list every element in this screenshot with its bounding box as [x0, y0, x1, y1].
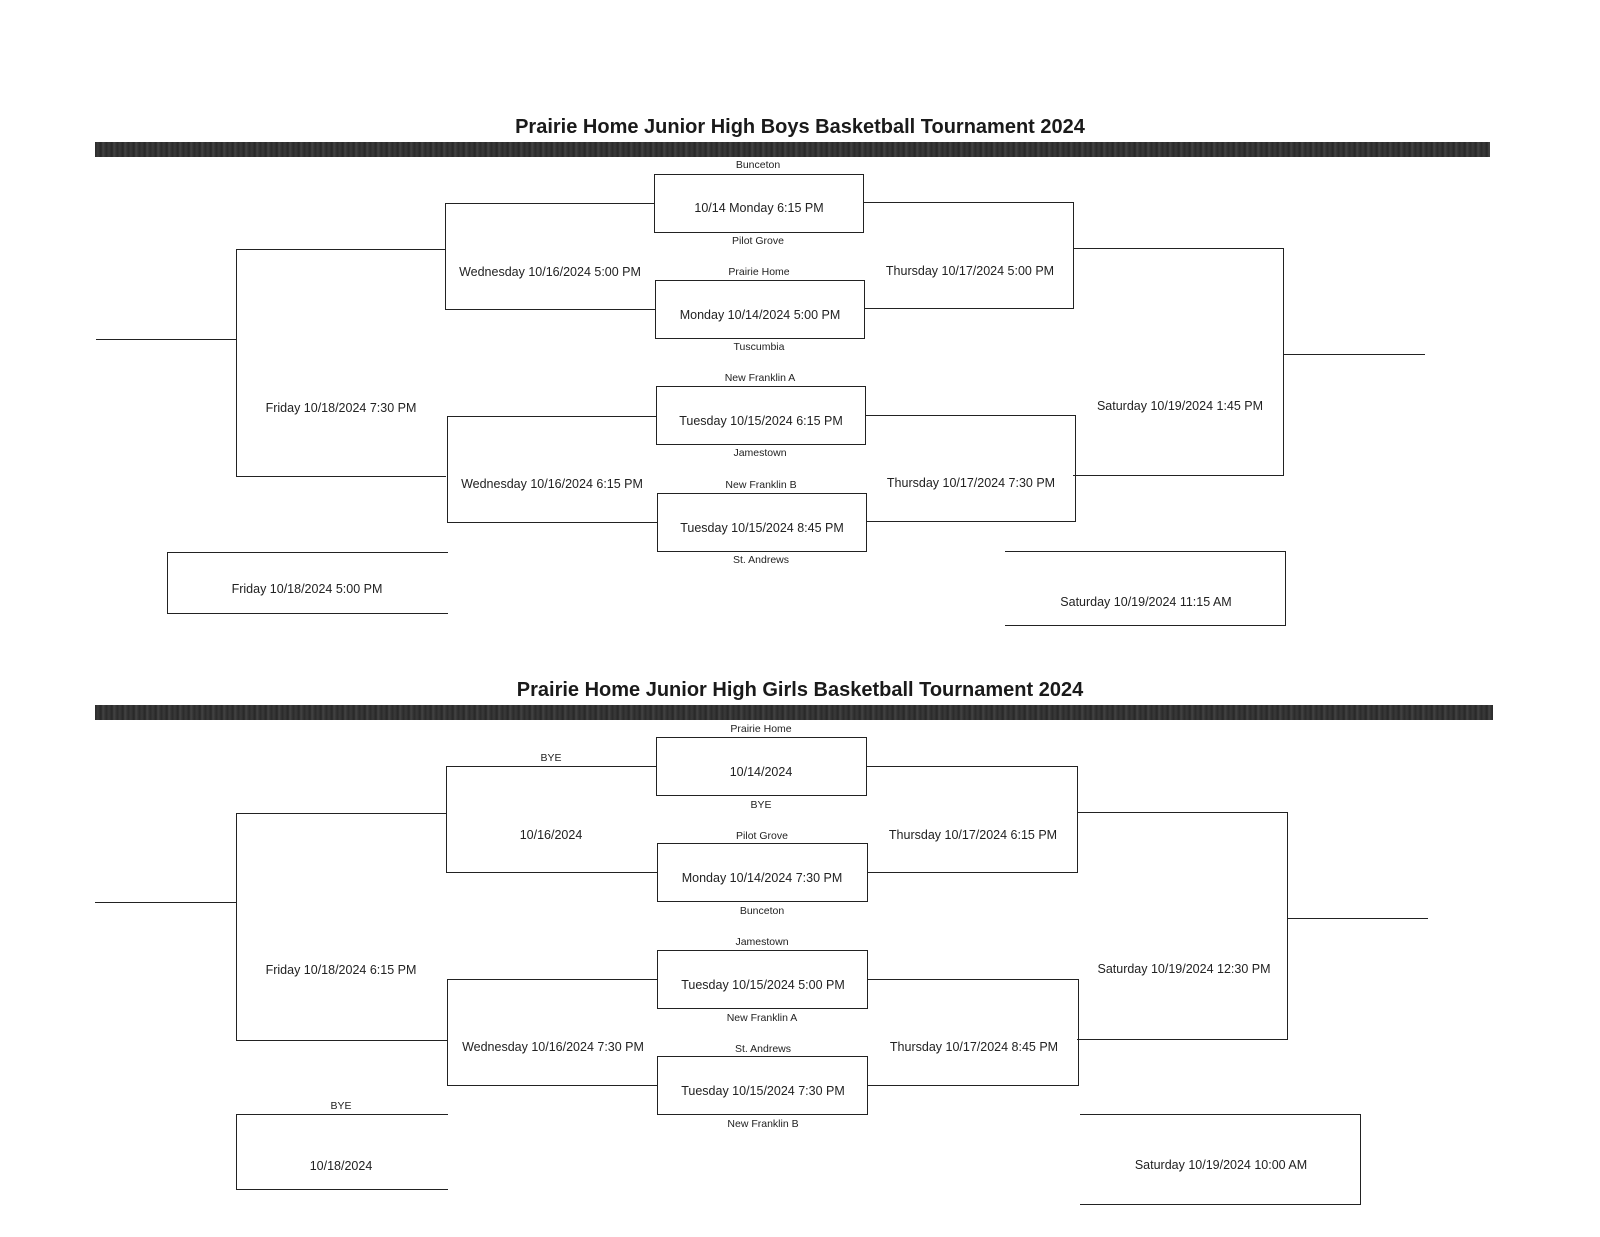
- girls-thu-bracket-2: [868, 979, 1079, 1086]
- boys-thu-bracket-2: [866, 415, 1076, 522]
- boys-sat-bracket: [1073, 248, 1284, 476]
- boys-thu-bracket-1: [864, 202, 1074, 309]
- girls-team-new-franklin-b: New Franklin B: [727, 1118, 799, 1130]
- boys-game-3-time: Tuesday 10/15/2024 6:15 PM: [679, 414, 843, 428]
- girls-team-pilot-grove: Pilot Grove: [736, 830, 788, 842]
- boys-title-bar: [95, 142, 1490, 157]
- girls-sat-consolation-bracket: [1080, 1114, 1361, 1205]
- boys-fri-consolation-time: Friday 10/18/2024 5:00 PM: [231, 582, 383, 596]
- girls-team-st-andrews: St. Andrews: [734, 1043, 792, 1055]
- girls-wed-game-2-time: Wednesday 10/16/2024 7:30 PM: [462, 1040, 644, 1054]
- boys-title: Prairie Home Junior High Boys Basketball…: [515, 116, 1085, 138]
- girls-title: Prairie Home Junior High Girls Basketbal…: [516, 679, 1084, 701]
- girls-fri-bracket: [236, 813, 447, 1041]
- boys-sat-game-time: Saturday 10/19/2024 1:45 PM: [1096, 399, 1264, 413]
- girls-sat-winner-line: [1287, 918, 1428, 919]
- girls-team-prairie-home: Prairie Home: [730, 723, 792, 735]
- boys-team-new-franklin-a: New Franklin A: [724, 372, 796, 384]
- girls-title-bar: [95, 705, 1493, 720]
- boys-fri-game-time: Friday 10/18/2024 7:30 PM: [265, 401, 417, 415]
- girls-fri-winner-line: [95, 902, 236, 903]
- girls-game-3-box: [657, 950, 868, 1009]
- boys-wed-bracket-2: [447, 416, 657, 523]
- girls-fri-game-time: Friday 10/18/2024 6:15 PM: [265, 963, 417, 977]
- girls-game-3-time: Tuesday 10/15/2024 5:00 PM: [681, 978, 845, 992]
- boys-game-4-time: Tuesday 10/15/2024 8:45 PM: [680, 521, 844, 535]
- boys-wed-bracket-1: [445, 203, 655, 310]
- girls-wed-game-1-time: 10/16/2024: [519, 828, 583, 842]
- boys-wed-game-1-time: Wednesday 10/16/2024 5:00 PM: [459, 265, 641, 279]
- boys-fri-winner-line: [96, 339, 236, 340]
- boys-team-st-andrews: St. Andrews: [732, 554, 790, 566]
- girls-wed-bracket-2: [447, 979, 658, 1086]
- boys-fri-consolation-bracket: [167, 552, 448, 614]
- boys-team-tuscumbia: Tuscumbia: [733, 341, 785, 353]
- girls-sat-bracket: [1077, 812, 1288, 1040]
- girls-wed-bye-label: BYE: [540, 752, 562, 764]
- girls-thu-game-2-time: Thursday 10/17/2024 8:45 PM: [889, 1040, 1059, 1054]
- boys-game-3-box: [656, 386, 866, 445]
- girls-team-new-franklin-a: New Franklin A: [726, 1012, 798, 1024]
- girls-game-4-time: Tuesday 10/15/2024 7:30 PM: [681, 1084, 845, 1098]
- boys-team-bunceton: Bunceton: [735, 159, 781, 171]
- boys-team-prairie-home: Prairie Home: [728, 266, 790, 278]
- boys-wed-game-2-time: Wednesday 10/16/2024 6:15 PM: [461, 477, 643, 491]
- girls-wed-bracket-1: [446, 766, 657, 873]
- girls-thu-bracket-1: [867, 766, 1078, 873]
- girls-fri-consolation-time: 10/18/2024: [309, 1159, 373, 1173]
- girls-sat-game-time: Saturday 10/19/2024 12:30 PM: [1097, 962, 1271, 976]
- boys-thu-game-1-time: Thursday 10/17/2024 5:00 PM: [885, 264, 1055, 278]
- girls-game-4-box: [657, 1056, 868, 1115]
- boys-team-pilot-grove: Pilot Grove: [732, 235, 784, 247]
- girls-thu-game-1-time: Thursday 10/17/2024 6:15 PM: [888, 828, 1058, 842]
- girls-team-bunceton: Bunceton: [739, 905, 785, 917]
- boys-game-1-box: [654, 174, 864, 233]
- boys-game-2-time: Monday 10/14/2024 5:00 PM: [679, 308, 841, 322]
- boys-sat-consolation-time: Saturday 10/19/2024 11:15 AM: [1060, 595, 1232, 609]
- boys-team-jamestown: Jamestown: [733, 447, 787, 459]
- boys-game-2-box: [655, 280, 865, 339]
- girls-fri-consolation-bracket: [236, 1114, 448, 1190]
- boys-game-4-box: [657, 493, 867, 552]
- boys-sat-winner-line: [1283, 354, 1425, 355]
- girls-game-2-time: Monday 10/14/2024 7:30 PM: [681, 871, 843, 885]
- girls-sat-consolation-time: Saturday 10/19/2024 10:00 AM: [1134, 1158, 1308, 1172]
- girls-team-bye: BYE: [750, 799, 772, 811]
- boys-team-new-franklin-b: New Franklin B: [725, 479, 797, 491]
- boys-fri-bracket: [236, 249, 446, 477]
- girls-game-1-time: 10/14/2024: [729, 765, 793, 779]
- boys-game-1-time: 10/14 Monday 6:15 PM: [694, 201, 824, 215]
- boys-thu-game-2-time: Thursday 10/17/2024 7:30 PM: [886, 476, 1056, 490]
- boys-sat-consolation-bracket: [1005, 551, 1286, 626]
- girls-game-2-box: [657, 843, 868, 902]
- girls-team-jamestown: Jamestown: [735, 936, 789, 948]
- girls-fri-consolation-bye-label: BYE: [330, 1100, 352, 1112]
